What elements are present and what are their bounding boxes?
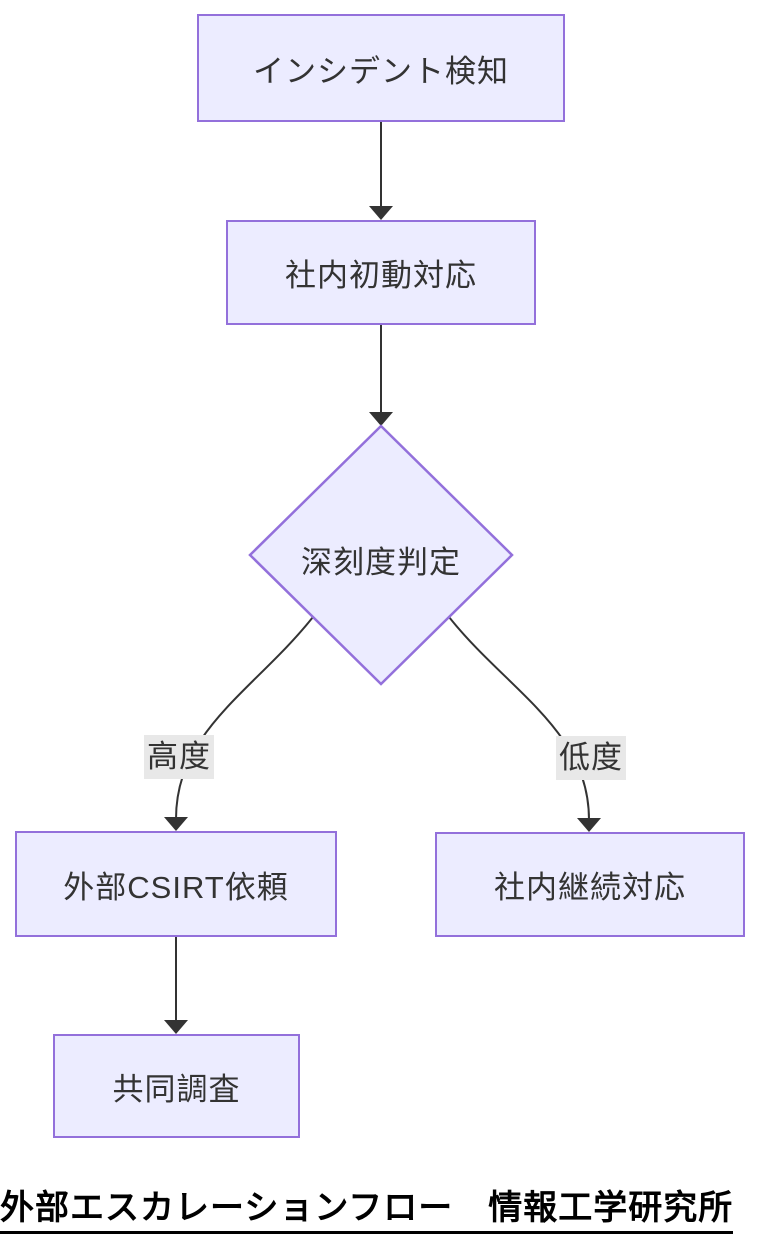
diagram-caption: 外部エスカレーションフロー 情報工学研究所 <box>0 1189 734 1235</box>
edge-label-low: 低度 <box>556 736 626 780</box>
node-severity-decision-label: 深刻度判定 <box>301 545 461 580</box>
edge-severity-to-continue <box>448 616 601 832</box>
node-incident-detection-label: インシデント検知 <box>253 53 509 89</box>
node-joint-investigation: 共同調査 <box>53 1034 300 1138</box>
edge-severity-to-csirt <box>164 616 314 831</box>
node-external-csirt-request-label: 外部CSIRT依頼 <box>63 869 289 905</box>
node-internal-initial-response: 社内初動対応 <box>226 220 536 325</box>
node-incident-detection: インシデント検知 <box>197 14 565 122</box>
node-joint-investigation-label: 共同調査 <box>112 1071 241 1107</box>
decision-diamond-shape <box>248 424 514 686</box>
node-internal-continued-response: 社内継続対応 <box>435 832 745 937</box>
node-internal-continued-response-label: 社内継続対応 <box>494 870 686 905</box>
node-external-csirt-request: 外部CSIRT依頼 <box>15 831 337 937</box>
node-internal-initial-response-label: 社内初動対応 <box>285 258 477 293</box>
edge-label-high: 高度 <box>144 735 214 779</box>
